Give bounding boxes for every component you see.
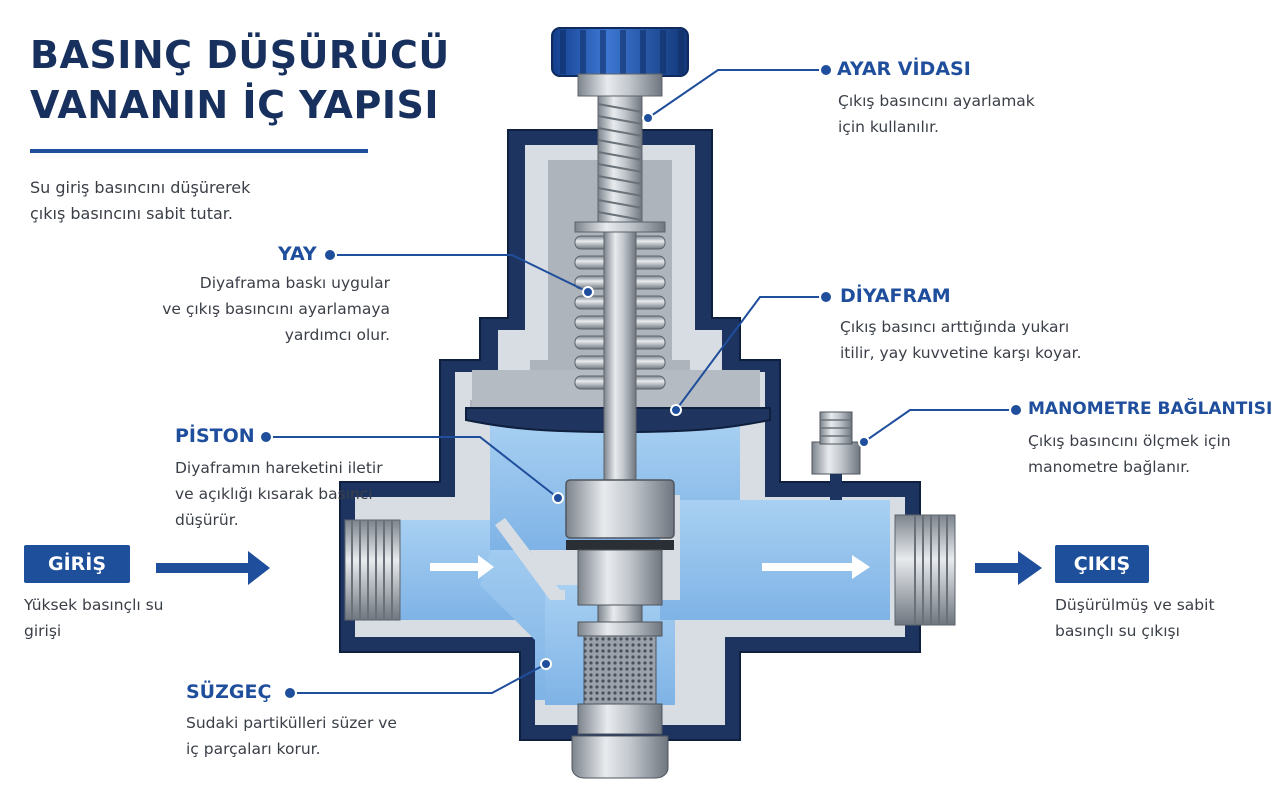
label-suzgec-title: SÜZGEÇ bbox=[186, 681, 272, 703]
desc-line: girişi bbox=[24, 622, 62, 640]
label-diyafram-title: DİYAFRAM bbox=[840, 285, 951, 307]
label-manometre-title: MANOMETRE BAĞLANTISI bbox=[1028, 399, 1273, 419]
valve-stem bbox=[603, 231, 637, 491]
intro-text: Su giriş basıncını düşürerek çıkış basın… bbox=[30, 175, 250, 227]
internal-flow-arrows bbox=[430, 555, 870, 579]
gauge-port bbox=[811, 411, 861, 500]
desc-line: Çıkış basıncı arttığında yukarı bbox=[840, 318, 1070, 336]
label-manometre-desc: Çıkış basıncını ölçmek için manometre ba… bbox=[1028, 428, 1231, 480]
label-yay-title: YAY bbox=[278, 243, 317, 265]
desc-line: düşürür. bbox=[175, 511, 239, 529]
outlet-desc: Düşürülmüş ve sabit basınçlı su çıkışı bbox=[1055, 592, 1215, 644]
callout-lines bbox=[266, 69, 1016, 694]
screw-threads bbox=[597, 103, 643, 221]
outlet-badge: ÇIKIŞ bbox=[1055, 545, 1149, 583]
piston bbox=[565, 479, 675, 628]
desc-line: Diyaframın hareketini iletir bbox=[175, 459, 383, 477]
bottom-plug bbox=[571, 735, 669, 779]
label-ayar-vidasi-desc: Çıkış basıncını ayarlamak için kullanılı… bbox=[838, 88, 1035, 140]
label-diyafram-desc: Çıkış basıncı arttığında yukarı itilir, … bbox=[840, 314, 1082, 366]
desc-line: manometre bağlanır. bbox=[1028, 458, 1191, 476]
intro-line-1: Su giriş basıncını düşürerek bbox=[30, 178, 251, 197]
desc-line: Çıkış basıncını ayarlamak bbox=[838, 92, 1035, 110]
water-outlet bbox=[660, 500, 890, 620]
desc-line: yardımcı olur. bbox=[284, 326, 390, 344]
desc-line: ve çıkış basıncını ayarlamaya bbox=[162, 300, 390, 318]
inlet-arrow-icon bbox=[156, 551, 270, 585]
desc-line: Düşürülmüş ve sabit bbox=[1055, 596, 1215, 614]
title-line-1: BASINÇ DÜŞÜRÜCÜ bbox=[30, 33, 450, 77]
label-yay-desc: Diyaframa baskı uygular ve çıkış basıncı… bbox=[162, 270, 390, 348]
outlet-fitting bbox=[894, 514, 956, 626]
inlet-badge: GİRİŞ bbox=[24, 545, 130, 583]
adjustment-knob bbox=[551, 27, 689, 97]
intro-line-2: çıkış basıncını sabit tutar. bbox=[30, 204, 233, 223]
strainer bbox=[577, 621, 663, 735]
inlet-desc: Yüksek basınçlı su girişi bbox=[24, 592, 164, 644]
desc-line: Sudaki partikülleri süzer ve bbox=[186, 714, 397, 732]
label-piston-title: PİSTON bbox=[175, 425, 255, 447]
page-title: BASINÇ DÜŞÜRÜCÜ VANANIN İÇ YAPISI bbox=[30, 30, 450, 130]
desc-line: itilir, yay kuvvetine karşı koyar. bbox=[840, 344, 1082, 362]
label-suzgec-desc: Sudaki partikülleri süzer ve iç parçalar… bbox=[186, 710, 397, 762]
desc-line: için kullanılır. bbox=[838, 118, 939, 136]
callout-dots bbox=[259, 63, 1023, 700]
inlet-fitting bbox=[344, 519, 401, 621]
seat-wall bbox=[495, 518, 565, 600]
desc-line: Yüksek basınçlı su bbox=[24, 596, 164, 614]
desc-line: basınçlı su çıkışı bbox=[1055, 622, 1180, 640]
label-piston-desc: Diyaframın hareketini iletir ve açıklığı… bbox=[175, 455, 383, 533]
desc-line: Çıkış basıncını ölçmek için bbox=[1028, 432, 1231, 450]
desc-line: Diyaframa baskı uygular bbox=[199, 274, 390, 292]
title-line-2: VANANIN İÇ YAPISI bbox=[30, 83, 439, 127]
label-ayar-vidasi-title: AYAR VİDASI bbox=[837, 58, 971, 80]
title-underline bbox=[30, 149, 368, 153]
desc-line: ve açıklığı kısarak basıncı bbox=[175, 485, 373, 503]
desc-line: iç parçaları korur. bbox=[186, 740, 321, 758]
outlet-arrow-icon bbox=[975, 551, 1042, 585]
